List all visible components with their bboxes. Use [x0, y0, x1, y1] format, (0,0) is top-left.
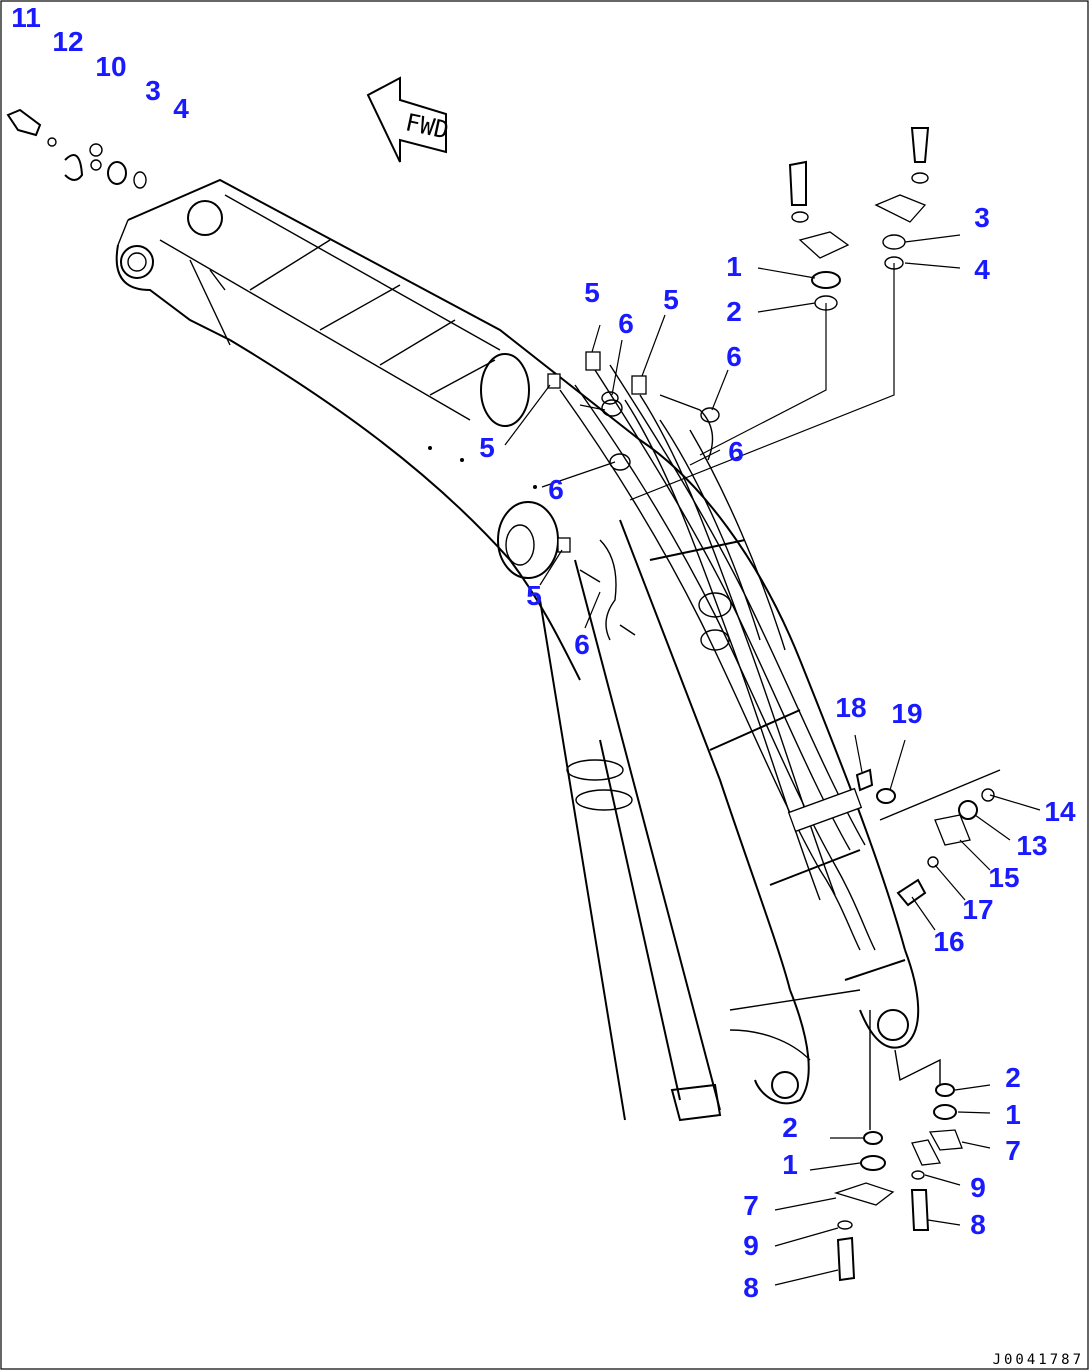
callout-17: 17 — [962, 894, 994, 925]
callout-5: 5 — [479, 432, 495, 463]
callout-13: 13 — [1016, 830, 1048, 861]
callout-16: 16 — [933, 926, 965, 957]
callout-5: 5 — [584, 277, 600, 308]
callout-3: 3 — [974, 202, 990, 233]
callout-2: 2 — [1005, 1062, 1021, 1093]
callout-2: 2 — [782, 1112, 798, 1143]
callout-12: 12 — [52, 26, 84, 57]
callout-5: 5 — [663, 284, 679, 315]
callout-8: 8 — [743, 1272, 759, 1303]
callout-1: 1 — [782, 1149, 798, 1180]
fwd-arrow-icon: FWD — [366, 76, 451, 163]
callout-6: 6 — [618, 308, 634, 339]
callout-6: 6 — [574, 629, 590, 660]
callout-11: 11 — [11, 2, 41, 33]
hardware-parts — [6, 108, 1001, 1282]
callout-6: 6 — [726, 341, 742, 372]
callout-14: 14 — [1044, 796, 1076, 827]
callout-18: 18 — [835, 692, 867, 723]
callout-19: 19 — [891, 698, 923, 729]
callout-3: 3 — [145, 75, 161, 106]
callout-7: 7 — [1005, 1135, 1021, 1166]
callout-15: 15 — [988, 862, 1020, 893]
callout-6: 6 — [548, 474, 564, 505]
callout-8: 8 — [970, 1209, 986, 1240]
callout-7: 7 — [743, 1190, 759, 1221]
callout-9: 9 — [970, 1172, 986, 1203]
callout-1: 1 — [1005, 1099, 1021, 1130]
callout-9: 9 — [743, 1230, 759, 1261]
callout-6: 6 — [728, 436, 744, 467]
callout-10: 10 — [95, 51, 127, 82]
callout-2: 2 — [726, 296, 742, 327]
boom-body — [115, 178, 920, 1105]
boom-cylinder — [480, 353, 722, 1122]
drawing-code: J0041787 — [992, 1352, 1084, 1368]
callout-5: 5 — [526, 580, 542, 611]
leader-lines — [504, 234, 1041, 1286]
callout-4: 4 — [974, 254, 990, 285]
callout-1: 1 — [726, 251, 742, 282]
callout-4: 4 — [173, 93, 189, 124]
